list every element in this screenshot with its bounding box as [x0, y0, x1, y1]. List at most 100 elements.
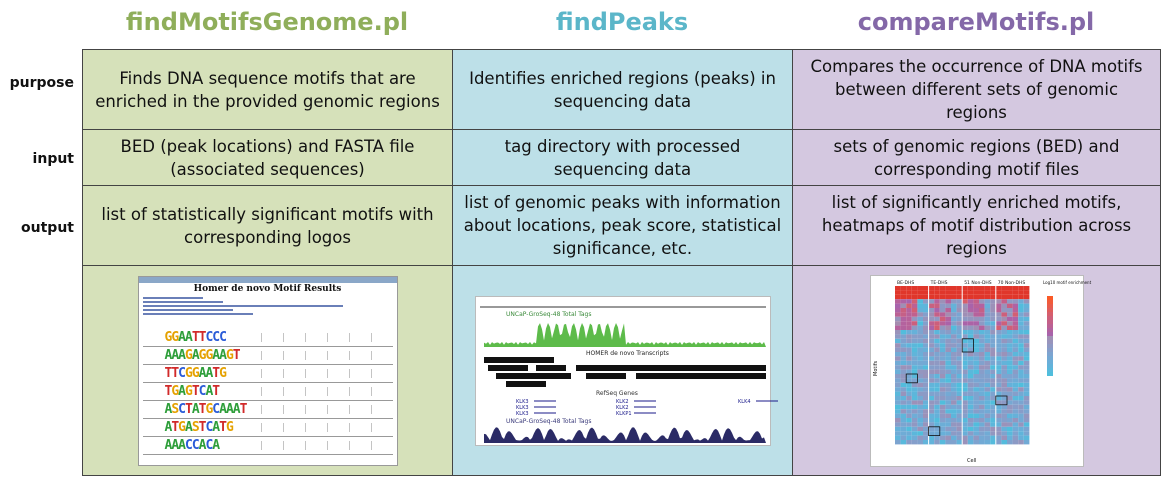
cell-output-findpeaks: list of genomic peaks with information a… — [452, 185, 793, 266]
heatmap-cell — [950, 404, 957, 409]
heatmap-cell — [995, 435, 1001, 440]
heatmap-cell — [972, 285, 979, 290]
transcript-bar — [505, 380, 546, 387]
heatmap-cell — [905, 316, 912, 321]
heatmap-cell — [933, 342, 940, 348]
heatmap-cell — [984, 298, 990, 304]
heatmap-cell — [956, 391, 962, 396]
heatmap-cell — [967, 355, 973, 361]
heatmap-cell — [995, 421, 1001, 427]
heatmap-cell — [944, 404, 951, 409]
heatmap-cell — [972, 417, 979, 422]
heatmap-cell — [978, 360, 985, 365]
heatmap-cell — [905, 360, 912, 365]
heatmap-cell — [956, 355, 962, 361]
heatmap-cell — [978, 355, 985, 361]
heatmap-cell — [900, 373, 906, 378]
heatmap-cell — [894, 351, 901, 356]
heatmap-cell — [984, 303, 990, 308]
heatmap-cell — [961, 377, 968, 383]
heatmap-cell — [944, 338, 951, 343]
heatmap-cell — [1006, 399, 1013, 405]
heatmap-cell — [1023, 377, 1029, 383]
heatmap-cell — [939, 373, 945, 378]
heatmap-cell — [1012, 386, 1018, 392]
heatmap-cell — [939, 426, 945, 431]
heatmap-cell — [978, 298, 985, 304]
motif-logo: ASCTATGCAAAT — [164, 401, 248, 417]
heatmap-cell — [956, 417, 962, 422]
heatmap-cell — [1012, 347, 1018, 352]
heatmap-cell — [944, 307, 951, 312]
heatmap-cell — [939, 347, 945, 352]
heatmap-cell — [928, 294, 934, 299]
heatmap-cell — [933, 404, 940, 409]
heatmap-cell — [1023, 395, 1029, 400]
heatmap-cell — [995, 386, 1001, 392]
heatmap-cell — [967, 382, 973, 387]
heatmap-cell — [972, 391, 979, 396]
heatmap-cell — [933, 307, 940, 312]
heatmap-cell — [967, 325, 973, 330]
heatmap-cell — [922, 355, 929, 361]
heatmap-cell — [928, 395, 934, 400]
heatmap-cell — [984, 369, 990, 374]
heatmap-cell — [944, 303, 951, 308]
heatmap-cell — [1023, 417, 1029, 422]
heatmap-cell — [911, 382, 917, 387]
heatmap-cell — [1017, 303, 1024, 308]
heatmap-cell — [1017, 421, 1024, 427]
heatmap-cell — [950, 421, 957, 427]
transcript-bar — [585, 372, 626, 379]
heatmap-cell — [905, 325, 912, 330]
heatmap-cell — [1023, 360, 1029, 365]
transcript-bar — [495, 372, 556, 379]
heatmap-cell — [894, 303, 901, 308]
heatmap-cell — [916, 303, 923, 308]
heatmap-cell — [905, 435, 912, 440]
heatmap-cell — [900, 413, 906, 418]
heatmap-cell — [1012, 426, 1018, 431]
heatmap-cell — [1006, 417, 1013, 422]
heatmap-cell — [995, 320, 1001, 326]
heatmap-cell — [978, 364, 985, 370]
heatmap-cell — [1012, 399, 1018, 405]
heatmap-cell — [911, 338, 917, 343]
heatmap-cell — [1000, 360, 1007, 365]
heatmap-cell — [972, 355, 979, 361]
heatmap-cell — [911, 435, 917, 440]
heatmap-cell — [967, 307, 973, 312]
heatmap-cell — [944, 325, 951, 330]
heatmap-cell — [928, 298, 934, 304]
heatmap-cell — [1017, 347, 1024, 352]
heatmap-cell — [894, 333, 901, 339]
heatmap-cell — [972, 395, 979, 400]
gene-label: KLK3 — [516, 405, 529, 411]
heatmap-cell — [928, 426, 934, 431]
cell-output-comparemotifs: list of significantly enriched motifs, h… — [792, 185, 1161, 266]
heatmap-cell — [922, 395, 929, 400]
row-label-purpose: purpose — [9, 75, 74, 91]
heatmap-cell — [894, 404, 901, 409]
heatmap-cell — [972, 413, 979, 418]
heatmap-cell — [922, 408, 929, 414]
heatmap-cell — [967, 369, 973, 374]
heatmap-cell — [928, 303, 934, 308]
heatmap-cell — [1006, 347, 1013, 352]
heatmap-cell — [961, 395, 968, 400]
heatmap-cell — [984, 333, 990, 339]
heatmap-cell — [961, 369, 968, 374]
heatmap-cell — [1017, 342, 1024, 348]
heatmap-cell — [961, 289, 968, 295]
heatmap-cell — [956, 408, 962, 414]
heatmap-cell — [1006, 342, 1013, 348]
heatmap-cell — [1006, 298, 1013, 304]
heatmap-cell — [1000, 430, 1007, 436]
heatmap-cell — [933, 298, 940, 304]
heatmap-cell — [911, 347, 917, 352]
heatmap-cell — [911, 351, 917, 356]
heatmap-cell — [894, 373, 901, 378]
heatmap-cell — [922, 325, 929, 330]
heatmap-cell — [916, 351, 923, 356]
